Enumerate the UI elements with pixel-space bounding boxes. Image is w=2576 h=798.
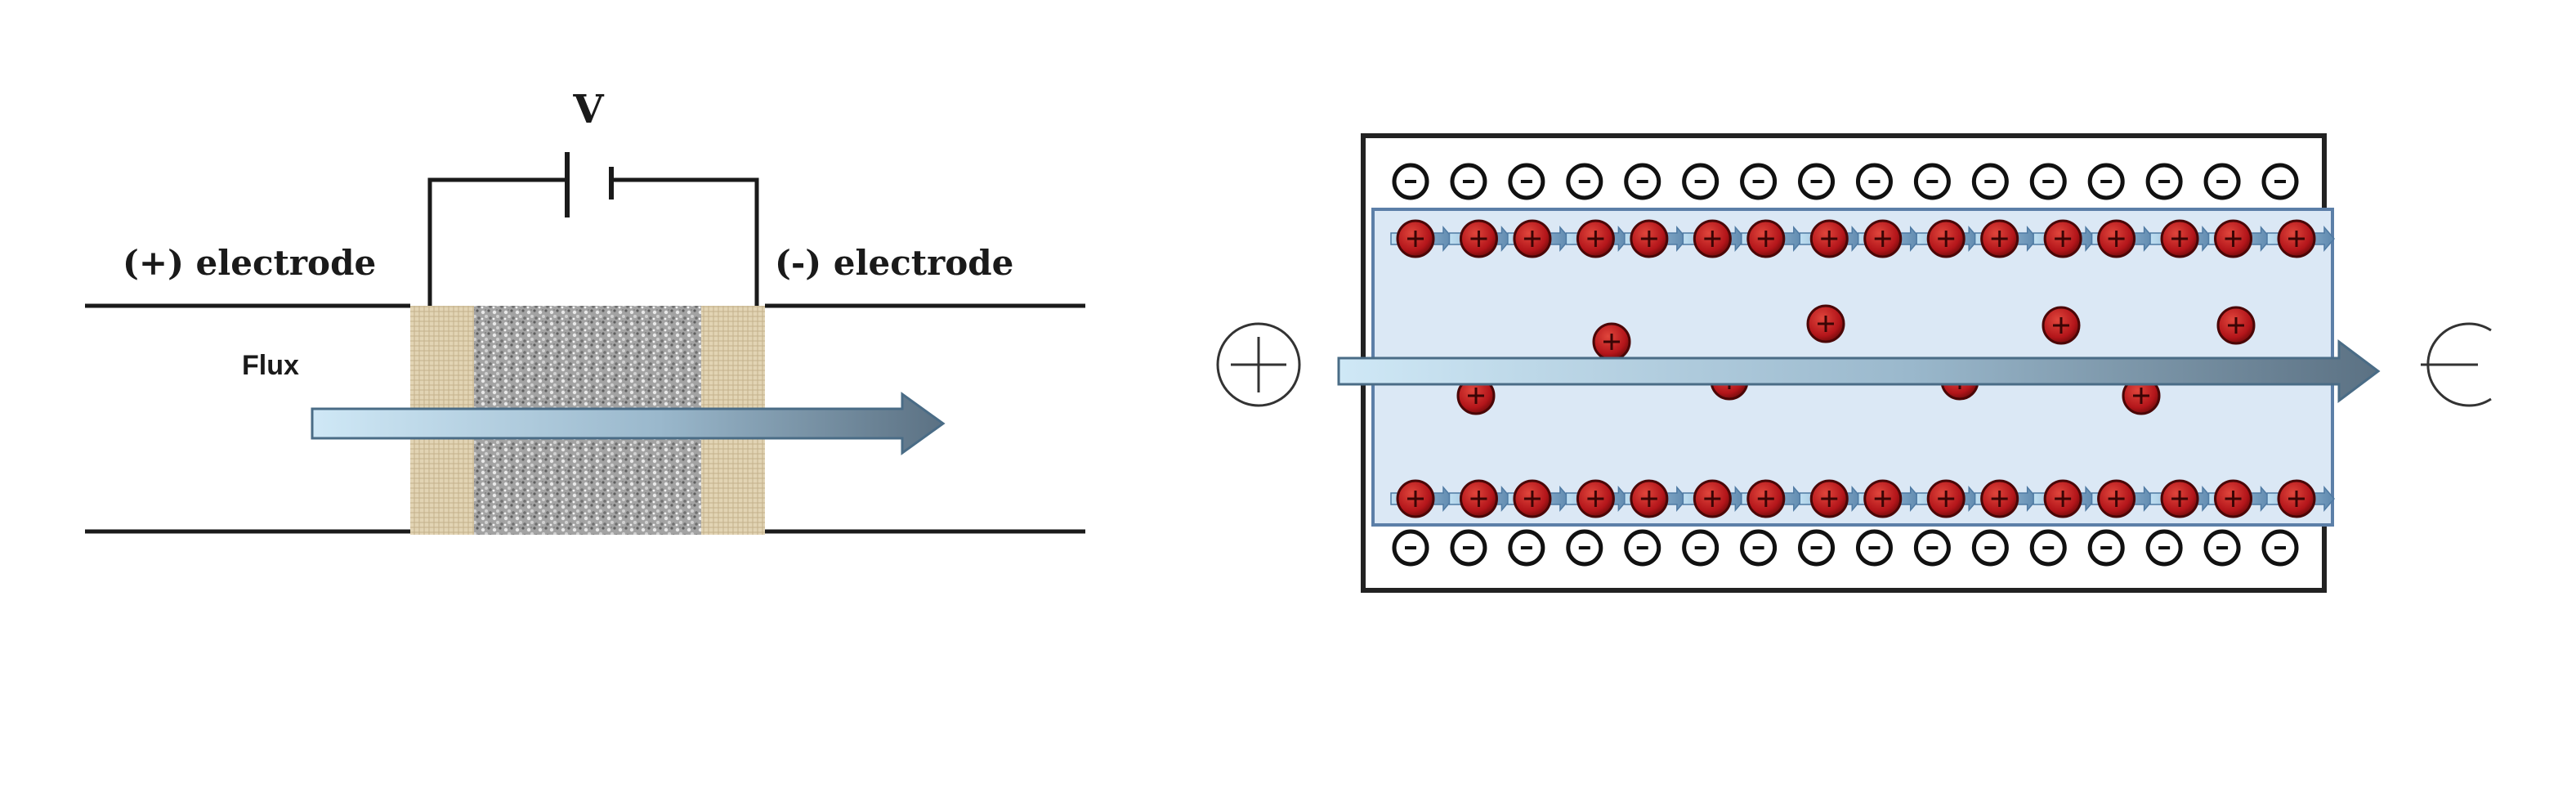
double-layer-cation: [2160, 219, 2199, 258]
wall-negative-charge: [2261, 163, 2299, 200]
wall-negative-charge: [1682, 529, 1720, 567]
double-layer-cation: [1513, 479, 1552, 518]
wall-negative-charge: [1682, 163, 1720, 200]
electrokinetic-cell-diagram: V (+) electrode (-) electrode Flux: [85, 87, 1085, 535]
wall-negative-charge: [2087, 163, 2125, 200]
free-cation: [1592, 322, 1631, 361]
double-layer-cation: [1396, 479, 1435, 518]
wall-negative-charge: [2087, 529, 2125, 567]
double-layer-cation: [1809, 479, 1849, 518]
double-layer-cation: [1863, 479, 1903, 518]
electroosmotic-flow-arrow: [1337, 339, 2381, 403]
cathode-symbol: [2421, 322, 2492, 407]
wall-negative-charge: [1913, 163, 1951, 200]
free-cation: [2042, 306, 2081, 345]
wall-negative-charge: [2261, 529, 2299, 567]
wall-negative-charges-top: [1392, 163, 2299, 200]
wall-negative-charge: [2029, 529, 2067, 567]
double-layer-cation: [1630, 479, 1669, 518]
flux-label: Flux: [242, 350, 299, 381]
anode-symbol: [1216, 322, 1301, 407]
double-layer-cation: [1576, 219, 1615, 258]
wall-negative-charge: [1566, 163, 1603, 200]
double-layer-cation: [1630, 219, 1669, 258]
wall-negative-charge: [1508, 529, 1545, 567]
wall-negative-charge: [2203, 529, 2241, 567]
double-layer-cation: [1980, 479, 2019, 518]
positive-electrode-label: (+) electrode: [123, 243, 376, 283]
voltage-label: V: [572, 87, 604, 132]
flux-arrow: [311, 392, 946, 455]
wall-negative-charge: [1392, 529, 1429, 567]
double-layer-cation: [1693, 479, 1732, 518]
wall-negative-charge: [1971, 529, 2009, 567]
wall-negative-charge: [1508, 163, 1545, 200]
wall-negative-charge: [1624, 529, 1661, 567]
wall-negative-charge: [1971, 163, 2009, 200]
double-layer-cation: [1926, 219, 1966, 258]
double-layer-cation: [2214, 219, 2253, 258]
wall-negative-charge: [1392, 163, 1429, 200]
wall-negative-charge: [1624, 163, 1661, 200]
wall-negative-charge: [2029, 163, 2067, 200]
double-layer-cation: [1980, 219, 2019, 258]
double-layer-cation: [1513, 219, 1552, 258]
free-cation: [2216, 306, 2256, 345]
double-layer-cation: [2043, 219, 2082, 258]
wall-negative-charge: [1740, 529, 1778, 567]
circuit-wire-left: [427, 177, 567, 306]
wall-negative-charge: [1855, 163, 1893, 200]
double-layer-cation: [1693, 219, 1732, 258]
double-layer-cation: [2277, 479, 2316, 518]
double-layer-cation: [2277, 219, 2316, 258]
double-layer-cation: [1576, 479, 1615, 518]
negative-electrode-label: (-) electrode: [775, 243, 1013, 283]
free-cation: [1456, 376, 1496, 415]
wall-negative-charge: [1798, 163, 1836, 200]
double-layer-cation: [1863, 219, 1903, 258]
double-layer-cation: [1396, 219, 1435, 258]
double-layer-cation: [1746, 219, 1786, 258]
double-layer-cation: [2097, 219, 2136, 258]
wall-negative-charge: [1913, 529, 1951, 567]
wall-negative-charges-bottom: [1392, 529, 2299, 567]
double-layer-cation: [1746, 479, 1786, 518]
wall-negative-charge: [1740, 163, 1778, 200]
wall-negative-charge: [2145, 163, 2183, 200]
double-layer-cation: [2097, 479, 2136, 518]
double-layer-cation: [2214, 479, 2253, 518]
wall-negative-charge: [1798, 529, 1836, 567]
double-layer-cation: [1809, 219, 1849, 258]
wall-negative-charge: [2203, 163, 2241, 200]
double-layer-cation: [1459, 219, 1498, 258]
double-layer-cations: [1396, 219, 2316, 518]
double-layer-cation: [1926, 479, 1966, 518]
double-layer-cation: [1459, 479, 1498, 518]
circuit-wire-right: [611, 177, 759, 306]
electric-double-layer-diagram: [1216, 133, 2492, 593]
double-layer-cation: [2160, 479, 2199, 518]
double-layer-cation: [2043, 479, 2082, 518]
wall-negative-charge: [1855, 529, 1893, 567]
wall-negative-charge: [1450, 163, 1487, 200]
free-cation: [1806, 304, 1845, 343]
wall-negative-charge: [1450, 529, 1487, 567]
wall-negative-charge: [1566, 529, 1603, 567]
wall-negative-charge: [2145, 529, 2183, 567]
